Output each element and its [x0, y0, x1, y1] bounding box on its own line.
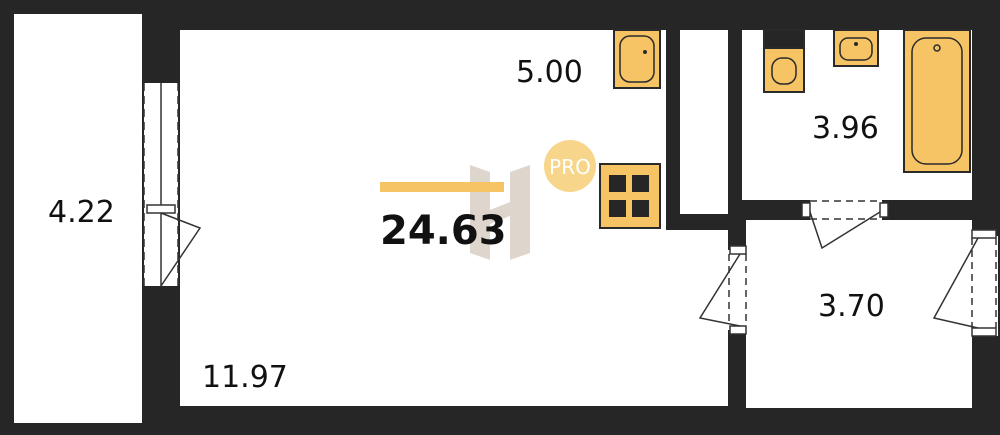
pro-badge: PRO	[544, 140, 596, 192]
area-main-room: 11.97	[202, 360, 288, 395]
toilet	[763, 29, 805, 93]
door-main-room	[698, 245, 747, 335]
balcony-window	[142, 75, 202, 294]
duct-niche	[682, 30, 728, 212]
area-kitchen-zone: 5.00	[516, 55, 583, 90]
area-balcony: 4.22	[48, 195, 115, 230]
balcony	[14, 14, 142, 423]
area-bathroom: 3.96	[812, 111, 879, 146]
bathroom-sink	[833, 29, 879, 67]
total-area: 24.63	[380, 208, 507, 254]
kitchen-column	[666, 30, 680, 230]
door-bathroom	[801, 200, 889, 250]
duct-wall	[680, 214, 728, 230]
kitchen-sink	[613, 29, 661, 89]
hallway	[746, 220, 972, 408]
bathtub	[903, 29, 971, 173]
svg-text:PRO: PRO	[549, 155, 591, 179]
door-entrance	[932, 229, 998, 337]
stove	[599, 163, 661, 229]
accent-bar	[380, 182, 504, 192]
area-hallway: 3.70	[818, 289, 885, 324]
